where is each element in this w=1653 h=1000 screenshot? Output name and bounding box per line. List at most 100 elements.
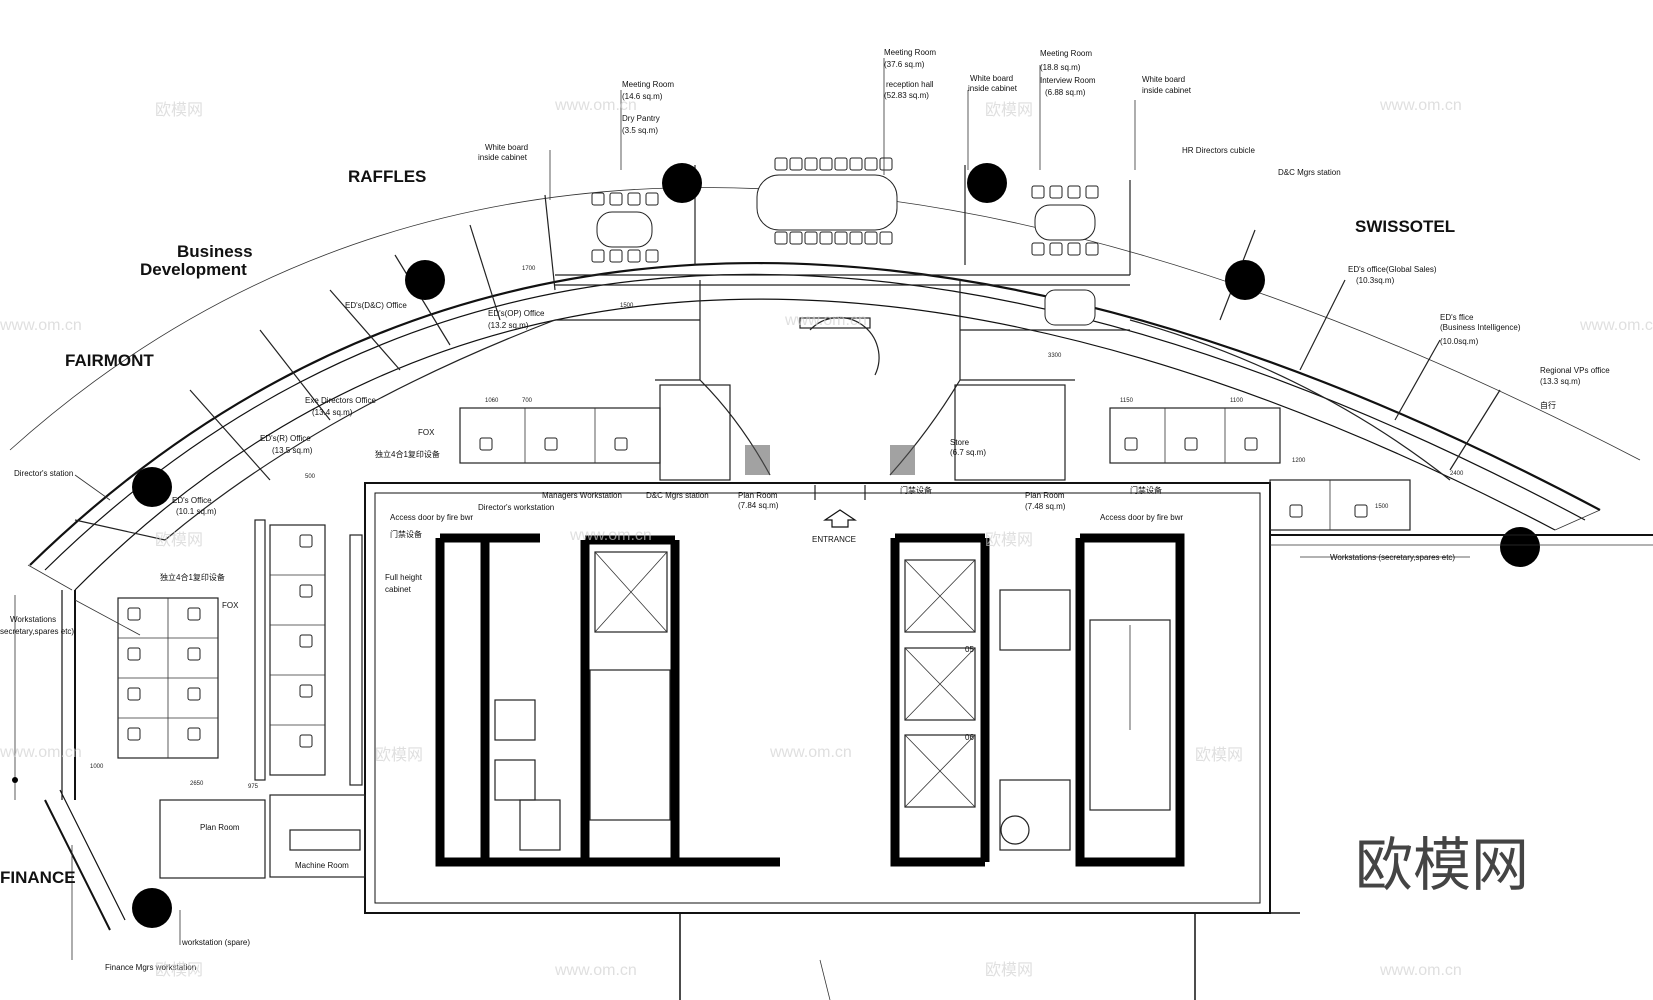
eds-op-office-area: (13.2 sq.m) xyxy=(488,321,529,330)
dim-1060: 1060 xyxy=(485,398,499,404)
full-height-1: Full height xyxy=(385,573,423,582)
watermark-brand: 欧模网 xyxy=(1355,831,1529,899)
ed-business-intel-1: ED's ffice xyxy=(1440,313,1474,322)
chair xyxy=(774,231,788,245)
plan-room-small: Plan Room xyxy=(200,823,240,832)
chair xyxy=(187,647,201,661)
watermark-cn-4: 欧模网 xyxy=(985,531,1033,549)
watermark-cn-6: 欧模网 xyxy=(1195,746,1243,764)
building-core xyxy=(364,482,1653,914)
dim-1100: 1100 xyxy=(1230,398,1244,404)
chair xyxy=(479,437,493,451)
eds-office-area: (10.1 sq.m) xyxy=(176,507,217,516)
whiteboard-1b: inside cabinet xyxy=(478,153,528,162)
watermark-url-1: www.om.cn xyxy=(554,97,637,114)
watermark-url-5: www.om.cn xyxy=(1579,317,1653,334)
eds-op-office: ED's(OP) Office xyxy=(488,309,545,318)
door-access-2: 门禁设备 xyxy=(1130,485,1162,495)
leader-lines xyxy=(71,58,1470,960)
meeting-room-main-area: (37.6 sq.m) xyxy=(884,60,925,69)
office-partitions xyxy=(74,165,1501,541)
chair xyxy=(1354,504,1368,518)
chair xyxy=(1085,185,1099,199)
chair xyxy=(849,231,863,245)
watermark-cn-5: 欧模网 xyxy=(375,746,423,764)
meeting-room-right-area: (18.8 sq.m) xyxy=(1040,63,1081,72)
lift-05: 05 xyxy=(965,645,974,654)
chair xyxy=(1124,437,1138,451)
chair xyxy=(834,231,848,245)
whiteboard-2a: White board xyxy=(970,74,1013,83)
chair xyxy=(789,157,803,171)
reception-hall: reception hall xyxy=(886,80,934,89)
dc-mgrs-station: D&C Mgrs station xyxy=(646,491,709,500)
chair xyxy=(187,687,201,701)
dim-2400: 2400 xyxy=(1450,471,1464,477)
chair xyxy=(1289,504,1303,518)
ed-global-sales: ED's office(Global Sales) xyxy=(1348,265,1437,274)
copier-mid: 独立4合1复印设备 xyxy=(375,449,440,459)
chair xyxy=(609,249,623,263)
watermark-cn-2: 欧模网 xyxy=(985,101,1033,119)
edsr-office: ED's(R) Office xyxy=(260,434,311,443)
finance-mgrs: Finance Mgrs workstation xyxy=(105,963,196,972)
chair xyxy=(804,231,818,245)
dim-1150: 1150 xyxy=(1120,398,1134,404)
watermark-url-6: www.om.cn xyxy=(569,527,652,544)
chair xyxy=(864,231,878,245)
chair xyxy=(849,157,863,171)
meeting-room-right: Meeting Room xyxy=(1040,49,1092,58)
dim-1000: 1000 xyxy=(90,764,104,770)
chair xyxy=(299,734,313,748)
chair xyxy=(879,157,893,171)
eds-dc-office: ED's(D&C) Office xyxy=(345,301,407,310)
chair xyxy=(544,437,558,451)
hr-directors: HR Directors cubicle xyxy=(1182,146,1255,155)
whiteboard-3b: inside cabinet xyxy=(1142,86,1192,95)
chair xyxy=(1184,437,1198,451)
chair xyxy=(127,727,141,741)
entrance-label: ENTRANCE xyxy=(812,535,856,544)
chair xyxy=(299,534,313,548)
chair xyxy=(1031,185,1045,199)
access-door-right: Access door by fire bwr xyxy=(1100,513,1183,522)
business-development-label-2: Development xyxy=(140,260,247,279)
access-door-left: Access door by fire bwr xyxy=(390,513,473,522)
interview-room-area: (6.88 sq.m) xyxy=(1045,88,1086,97)
watermark-url-9: www.om.cn xyxy=(554,962,637,979)
store-area: (6.7 sq.m) xyxy=(950,448,986,457)
edsr-office-area: (13.5 sq.m) xyxy=(272,446,313,455)
chair xyxy=(127,607,141,621)
meeting-furniture xyxy=(596,174,1096,326)
chair xyxy=(627,249,641,263)
lift-06: 06 xyxy=(965,733,974,742)
watermark-url-2: www.om.cn xyxy=(1379,97,1462,114)
structural-columns xyxy=(132,163,1540,928)
whiteboard-3a: White board xyxy=(1142,75,1185,84)
ed-business-intel-2: (Business Intelligence) xyxy=(1440,323,1521,332)
workstation-spare: workstation (spare) xyxy=(181,938,250,947)
plan-room-right: Plan Room xyxy=(1025,491,1065,500)
chair xyxy=(1049,185,1063,199)
dim-2650: 2650 xyxy=(190,781,204,787)
chair xyxy=(774,157,788,171)
chair xyxy=(864,157,878,171)
store: Store xyxy=(950,438,970,447)
finance-label: FINANCE xyxy=(0,868,76,887)
brand-labels: RAFFLES Business Development FAIRMONT SW… xyxy=(0,167,1455,887)
watermark-url-3: www.om.cn xyxy=(0,317,82,334)
chair xyxy=(299,634,313,648)
meeting-room-left: Meeting Room xyxy=(622,80,674,89)
dim-500: 500 xyxy=(305,474,316,480)
fox-left: FOX xyxy=(222,601,239,610)
chair xyxy=(299,584,313,598)
dim-700: 700 xyxy=(522,398,533,404)
machine-room: Machine Room xyxy=(295,861,349,870)
ed-global-sales-area: (10.3sq.m) xyxy=(1356,276,1395,285)
chair xyxy=(834,157,848,171)
plan-room-right-area: (7.48 sq.m) xyxy=(1025,502,1066,511)
workstations-right: Workstations (secretary,spares etc) xyxy=(1330,553,1455,562)
watermarks: 欧模网 www.om.cn 欧模网 www.om.cn www.om.cn ww… xyxy=(0,97,1653,979)
ed-business-intel-area: (10.0sq.m) xyxy=(1440,337,1479,346)
